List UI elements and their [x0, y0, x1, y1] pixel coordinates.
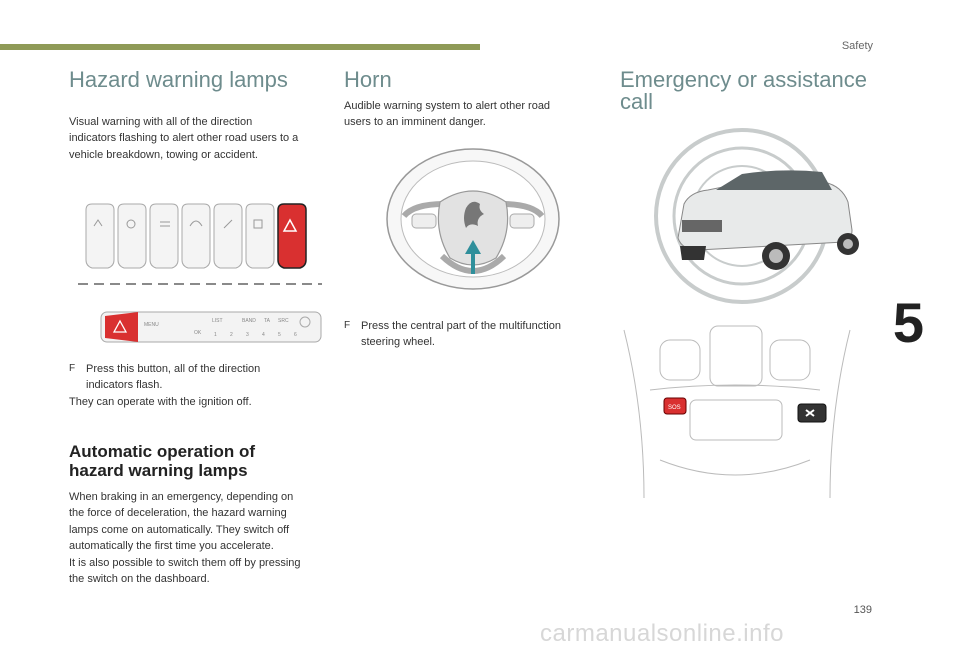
chapter-number: 5 — [892, 291, 924, 354]
wrench-icon — [805, 409, 815, 417]
emergency-title: Emergency or assistance call — [620, 67, 867, 114]
horn-intro: Audible warning system to alert other ro… — [344, 100, 551, 129]
watermark: carmanualsonline.info — [540, 620, 784, 647]
svg-text:TA: TA — [264, 318, 271, 324]
radio-panel-illustration: MENU LIST BAND TA SRC OK 1 2 3 4 5 6 — [100, 311, 322, 343]
svg-text:1: 1 — [214, 332, 217, 338]
auto-hazard-title: Automatic operation of hazard warning la… — [69, 442, 256, 480]
svg-text:LIST: LIST — [212, 318, 223, 324]
sos-console-illustration: SOS — [623, 325, 851, 498]
steering-wheel-illustration — [386, 148, 560, 290]
hazard-triangle-icon — [282, 218, 298, 232]
section-label: Safety — [841, 40, 873, 52]
svg-text:MENU: MENU — [144, 322, 159, 328]
radio-hazard-button — [105, 312, 138, 342]
assistance-button — [797, 403, 827, 423]
hazard-title: Hazard warning lamps — [69, 67, 288, 92]
svg-text:SRC: SRC — [278, 318, 289, 324]
car-signal-illustration — [654, 128, 859, 304]
hazard-intro: Visual warning with all of the direction… — [69, 116, 299, 161]
svg-text:6: 6 — [294, 332, 297, 338]
auto-hazard-text: When braking in an emergency, depending … — [69, 491, 301, 586]
peugeot-lion-icon — [464, 201, 484, 228]
svg-text:SOS: SOS — [668, 405, 681, 411]
svg-text:BAND: BAND — [242, 318, 256, 324]
svg-text:4: 4 — [262, 332, 265, 338]
svg-text:5: 5 — [278, 332, 281, 338]
suv-car-icon — [677, 170, 859, 270]
svg-text:2: 2 — [230, 332, 233, 338]
hazard-switch-illustration — [78, 203, 322, 285]
sos-button: SOS — [663, 397, 687, 415]
horn-pad — [437, 190, 509, 266]
top-accent-bar — [0, 44, 480, 50]
press-arrow-icon — [465, 240, 481, 254]
svg-text:OK: OK — [194, 330, 202, 336]
svg-text:3: 3 — [246, 332, 249, 338]
page-number: 139 — [853, 604, 872, 616]
horn-title: Horn — [344, 67, 392, 92]
hazard-button — [277, 203, 307, 269]
